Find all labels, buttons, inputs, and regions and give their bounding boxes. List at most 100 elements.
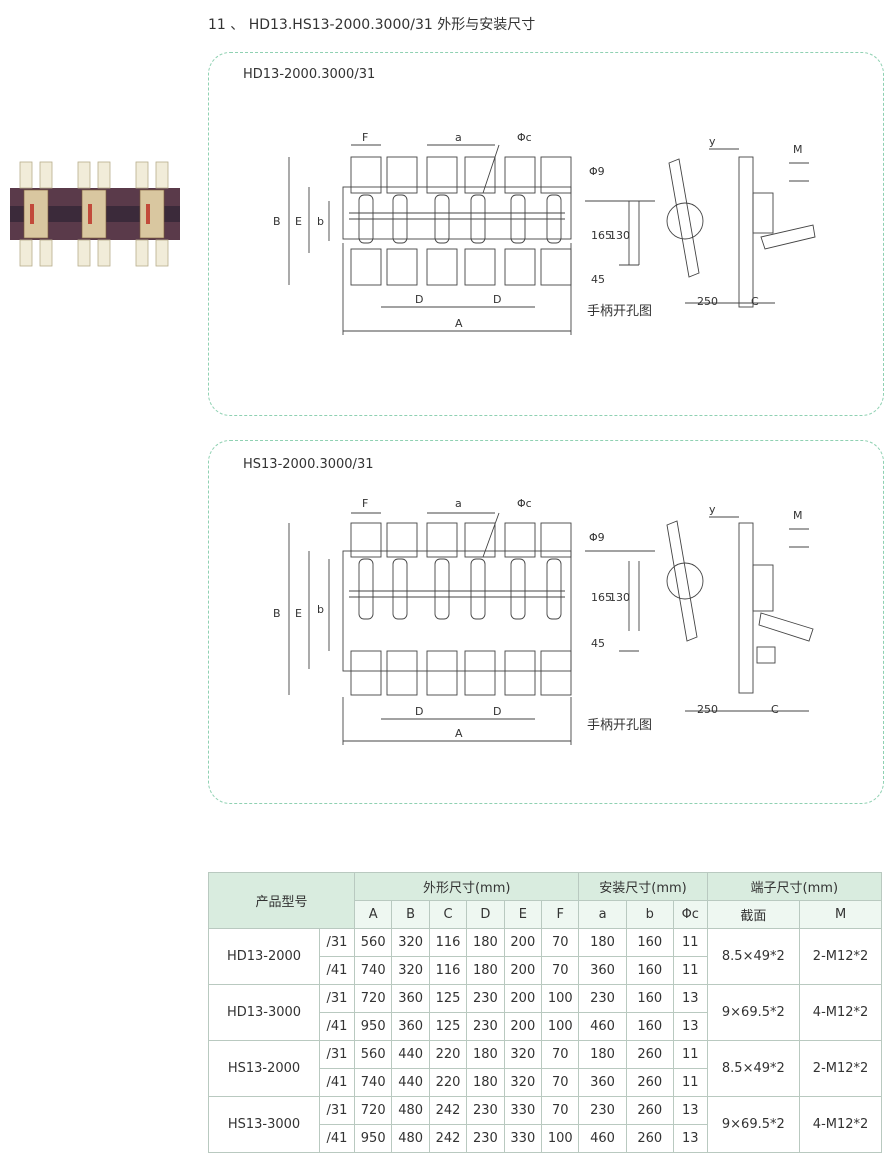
value-cell: 480: [391, 1124, 430, 1153]
col-header: E: [503, 900, 543, 929]
dim-B-label: B: [273, 607, 281, 620]
value-cell: 160: [625, 928, 674, 957]
value-cell: 230: [466, 1012, 505, 1041]
col-header: B: [391, 900, 430, 929]
col-header: M: [799, 900, 882, 929]
value-cell: 200: [503, 1012, 543, 1041]
terminal-header: 端子尺寸(mm): [706, 872, 883, 901]
dim-phi9-label: Φ9: [589, 531, 605, 544]
value-cell: 740: [353, 1068, 393, 1097]
dim-phic-label: Φc: [517, 131, 532, 144]
dim-a-label: a: [455, 131, 462, 144]
value-cell: 100: [541, 1124, 580, 1153]
col-header: Φc: [672, 900, 708, 929]
value-cell: 100: [541, 984, 580, 1013]
bolt-cell: 2-M12*2: [799, 1040, 882, 1097]
outline-drawing-hs13: F a Φc B E b D D A Φ9 165 130 45 y M 250…: [273, 497, 814, 745]
outline-header: 外形尺寸(mm): [353, 872, 580, 901]
value-cell: 70: [541, 1040, 580, 1069]
dim-y-label: y: [709, 503, 716, 516]
panel-title: HD13-2000.3000/31: [243, 67, 376, 82]
section-cell: 8.5×49*2: [706, 1040, 801, 1097]
value-cell: 440: [391, 1068, 430, 1097]
dim-D-label-1: D: [415, 705, 423, 718]
model-cell: HD13-3000: [208, 984, 320, 1041]
value-cell: 560: [353, 1040, 393, 1069]
section-cell: 8.5×49*2: [706, 928, 801, 985]
value-cell: 360: [391, 984, 430, 1013]
install-header: 安装尺寸(mm): [578, 872, 708, 901]
dim-45-label: 45: [591, 637, 605, 650]
value-cell: 230: [578, 1096, 627, 1125]
value-cell: 950: [353, 1124, 393, 1153]
value-cell: 70: [541, 1096, 580, 1125]
value-cell: 13: [672, 984, 708, 1013]
value-cell: 230: [466, 984, 505, 1013]
value-cell: 11: [672, 928, 708, 957]
model-header: 产品型号: [208, 872, 355, 929]
value-cell: 230: [466, 1124, 505, 1153]
value-cell: 200: [503, 928, 543, 957]
dim-A-label: A: [455, 317, 463, 330]
suffix-cell: /31: [319, 1040, 355, 1069]
bolt-cell: 4-M12*2: [799, 984, 882, 1041]
dim-C-label: C: [751, 295, 759, 308]
dim-130-label: 130: [609, 229, 630, 242]
suffix-cell: /41: [319, 1012, 355, 1041]
value-cell: 11: [672, 956, 708, 985]
dim-C-label: C: [771, 703, 779, 716]
dim-a-label: a: [455, 497, 462, 510]
col-header: 截面: [706, 900, 801, 929]
col-header: a: [578, 900, 627, 929]
value-cell: 70: [541, 928, 580, 957]
value-cell: 116: [428, 956, 468, 985]
dim-E-label: E: [295, 215, 302, 228]
handle-hole-caption: 手柄开孔图: [587, 304, 652, 319]
dim-165-label: 165: [591, 229, 612, 242]
value-cell: 330: [503, 1096, 543, 1125]
value-cell: 230: [578, 984, 627, 1013]
dim-b-label: b: [317, 603, 324, 616]
value-cell: 220: [428, 1040, 468, 1069]
dim-45-label: 45: [591, 273, 605, 286]
dim-M-label: M: [793, 143, 803, 156]
value-cell: 200: [503, 956, 543, 985]
value-cell: 360: [578, 1068, 627, 1097]
dim-E-label: E: [295, 607, 302, 620]
value-cell: 260: [625, 1068, 674, 1097]
value-cell: 13: [672, 1096, 708, 1125]
value-cell: 180: [466, 928, 505, 957]
suffix-cell: /31: [319, 984, 355, 1013]
value-cell: 160: [625, 984, 674, 1013]
dim-A-label: A: [455, 727, 463, 740]
outline-drawing-hd13: F a Φc B E b D D A Φ9 165 130 45 y M 250…: [273, 131, 816, 335]
value-cell: 70: [541, 1068, 580, 1097]
value-cell: 13: [672, 1012, 708, 1041]
value-cell: 200: [503, 984, 543, 1013]
value-cell: 330: [503, 1124, 543, 1153]
value-cell: 11: [672, 1040, 708, 1069]
dim-y-label: y: [709, 135, 716, 148]
value-cell: 440: [391, 1040, 430, 1069]
dim-130-label: 130: [609, 591, 630, 604]
value-cell: 100: [541, 1012, 580, 1041]
value-cell: 260: [625, 1124, 674, 1153]
dim-165-label: 165: [591, 591, 612, 604]
value-cell: 116: [428, 928, 468, 957]
section-cell: 9×69.5*2: [706, 1096, 801, 1153]
col-header: D: [466, 900, 505, 929]
value-cell: 480: [391, 1096, 430, 1125]
value-cell: 320: [391, 928, 430, 957]
value-cell: 720: [353, 984, 393, 1013]
value-cell: 180: [466, 1068, 505, 1097]
drawing-panel-hs13: HS13-2000.3000/31: [208, 440, 884, 804]
value-cell: 260: [625, 1096, 674, 1125]
dim-M-label: M: [793, 509, 803, 522]
panel-title: HS13-2000.3000/31: [243, 457, 374, 472]
value-cell: 11: [672, 1068, 708, 1097]
